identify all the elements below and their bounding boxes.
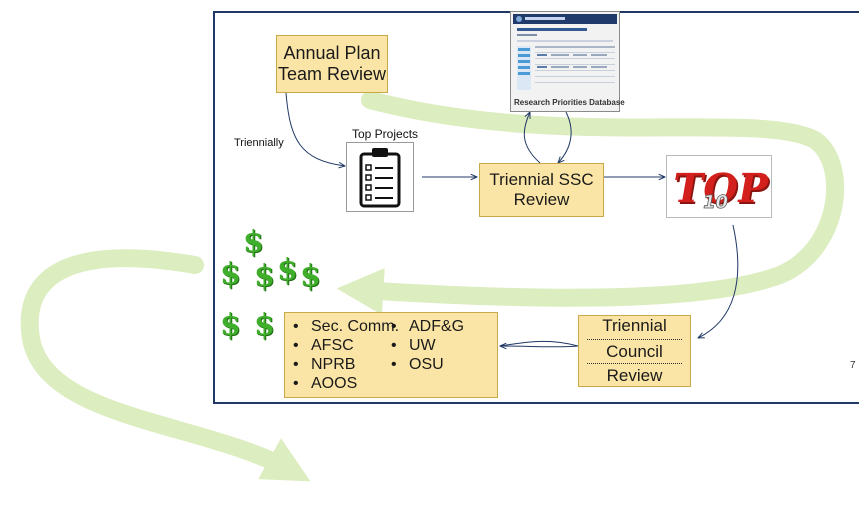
connector-db-to-ssc: [558, 111, 572, 163]
org-item: NPRB: [293, 356, 355, 374]
council-box-line1: Triennial: [587, 316, 682, 340]
database-screenshot-thumbnail: Research Priorities Database: [510, 11, 625, 112]
connector-top10-to-council: [698, 224, 739, 338]
triennial-council-review-box: Triennial Council Review: [578, 315, 691, 387]
top-projects-label: Top Projects: [352, 127, 419, 141]
dollar-sign-icon: $: [300, 259, 321, 294]
top10-word: TOP: [669, 164, 771, 212]
org-item: AOOS: [293, 375, 357, 393]
dollar-sign-icon: $: [220, 308, 241, 343]
dollar-sign-icon: $: [243, 225, 264, 260]
org-item: OSU: [391, 356, 444, 374]
annual-box-line2: Team Review: [277, 64, 387, 84]
triennially-label: Triennially: [234, 137, 284, 149]
dollar-sign-icon: $: [254, 308, 275, 343]
top10-number: 10: [701, 192, 730, 213]
org-item: UW: [391, 337, 436, 355]
council-box-line3: Review: [587, 363, 682, 386]
lower-flow-arrow: [20, 249, 311, 482]
triennial-ssc-review-box: Triennial SSC Review: [479, 163, 604, 217]
top10-word-shadow: TOP: [671, 166, 771, 214]
page-number: 7: [850, 360, 856, 371]
database-caption: Research Priorities Database: [514, 98, 625, 107]
org-item: Sec. Comm.: [293, 318, 399, 336]
connector-council-to-orgs: [500, 346, 579, 347]
org-item: ADF&G: [391, 318, 464, 336]
annual-plan-review-box: Annual Plan Team Review: [276, 35, 388, 93]
organizations-box: Sec. Comm. AFSC NPRB AOOS ADF&G UW OSU: [284, 312, 498, 398]
ssc-box-line1: Triennial SSC: [489, 170, 594, 190]
ssc-box-line2: Review: [513, 190, 570, 209]
council-box-line2: Council: [606, 341, 663, 361]
connector-annual-to-projects: [285, 92, 345, 166]
dollar-sign-icon: $: [220, 257, 241, 292]
connector-ssc-to-db: [523, 112, 541, 164]
clipboard-checklist-icon: [346, 142, 414, 212]
dollar-sign-icon: $: [277, 253, 298, 288]
annual-box-line1: Annual Plan: [283, 43, 381, 64]
dollar-sign-icon: $: [254, 259, 275, 294]
top-10-icon: TOP TOP 10: [666, 155, 772, 218]
org-item: AFSC: [293, 337, 354, 355]
